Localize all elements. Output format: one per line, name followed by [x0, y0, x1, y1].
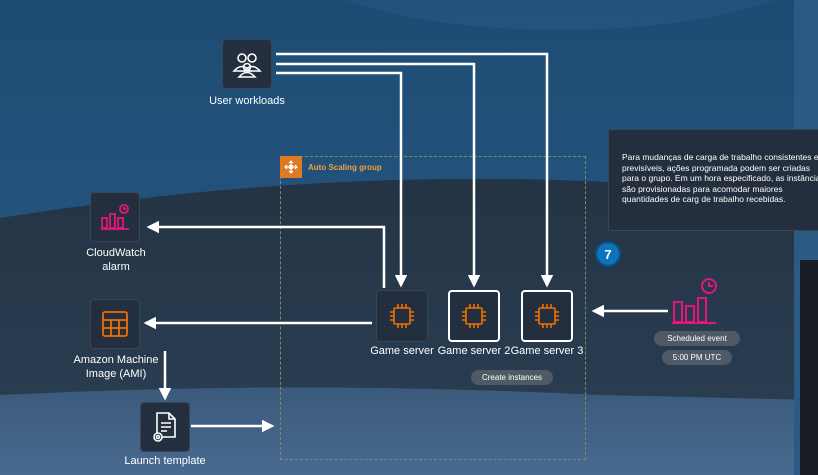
game-server-3-label: Game server 3 — [510, 345, 584, 357]
callout-text: Para mudanças de carga de trabalho consi… — [622, 152, 818, 204]
game-server-3-node[interactable] — [521, 290, 573, 342]
ami-label-line1: Amazon Machine — [73, 354, 159, 366]
clock-chart-icon — [672, 278, 717, 324]
scheduled-event-pill: Scheduled event — [654, 331, 740, 346]
user-workloads-node[interactable] — [222, 39, 272, 89]
auto-scaling-group-label: Auto Scaling group — [308, 163, 382, 172]
document-gear-icon — [153, 412, 176, 442]
cloudwatch-alarm-icon — [101, 204, 129, 230]
scheduled-event-node[interactable] — [670, 276, 722, 326]
step-badge[interactable]: 7 — [595, 241, 621, 267]
launch-template-label: Launch template — [124, 455, 206, 467]
user-workloads-label: User workloads — [209, 95, 285, 107]
game-server-2-node[interactable] — [448, 290, 500, 342]
users-icon — [232, 53, 262, 78]
cloudwatch-alarm-node[interactable] — [90, 192, 140, 242]
info-callout: Para mudanças de carga de trabalho consi… — [608, 129, 818, 231]
cloudwatch-alarm-label-line1: CloudWatch — [86, 247, 146, 259]
game-server-2-label: Game server 2 — [437, 345, 511, 357]
chip-icon — [390, 304, 414, 328]
auto-scaling-icon — [280, 156, 302, 178]
create-instances-pill: Create instances — [471, 370, 553, 385]
cloudwatch-alarm-label-line2: alarm — [102, 261, 130, 273]
game-server-1-label: Game server — [370, 345, 434, 357]
scheduled-time-pill: 5:00 PM UTC — [662, 350, 732, 365]
right-edge-dark-panel — [800, 260, 818, 475]
game-server-1-node[interactable] — [376, 290, 428, 342]
launch-template-node[interactable] — [140, 402, 190, 452]
ami-node[interactable] — [90, 299, 140, 349]
chip-icon — [462, 304, 486, 328]
chip-icon — [535, 304, 559, 328]
ami-grid-icon — [102, 311, 128, 337]
ami-label-line2: Image (AMI) — [85, 368, 147, 380]
